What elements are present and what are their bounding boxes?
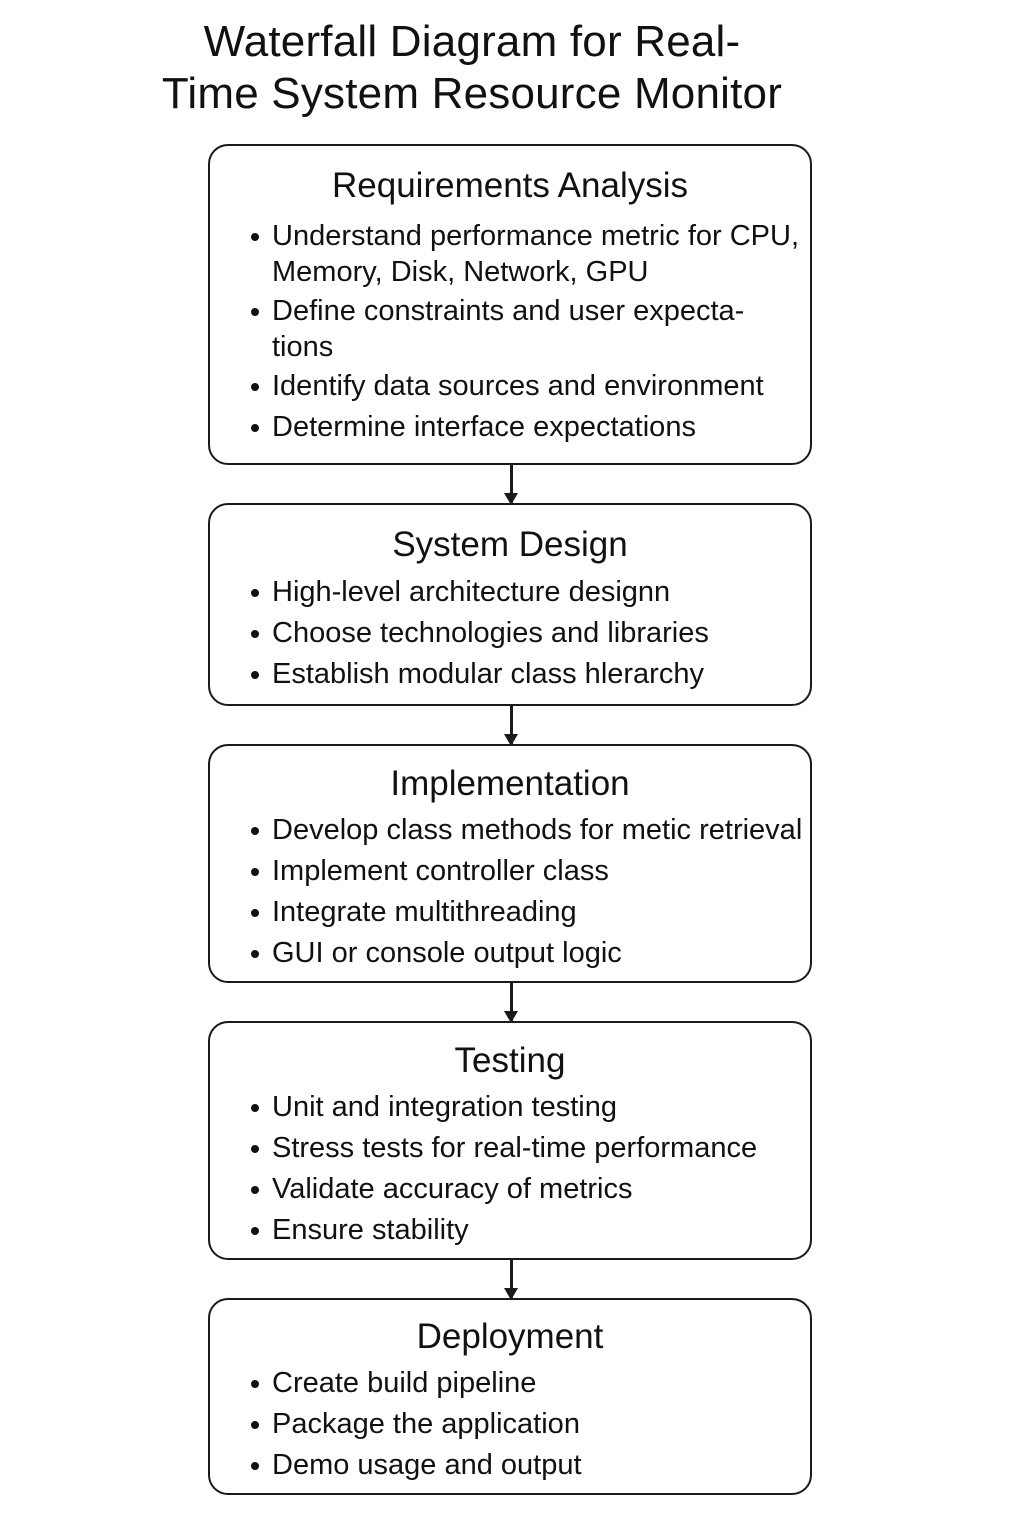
stage-requirements-analysis: Requirements Analysis Understand perform…	[208, 144, 812, 465]
list-item: Establish modular class hlerarchy	[210, 656, 810, 692]
list-item: Demo usage and output	[210, 1447, 810, 1483]
list-item: Stress tests for real-time performance	[210, 1130, 810, 1166]
stage-item-list: Develop class methods for metic retrieva…	[210, 812, 810, 971]
diagram-title: Waterfall Diagram for Real- Time System …	[0, 16, 944, 120]
list-item: GUI or console output logic	[210, 935, 810, 971]
stage-deployment: Deployment Create build pipeline Package…	[208, 1298, 812, 1495]
list-item: Understand performance metric for CPU, M…	[210, 218, 810, 290]
stage-heading: Implementation	[390, 764, 630, 803]
stage-heading: System Design	[392, 525, 628, 564]
diagram-title-line-2: Time System Resource Monitor	[161, 69, 783, 118]
stage-heading: Requirements Analysis	[332, 166, 688, 205]
flow-arrow	[504, 706, 518, 746]
stage-system-design: System Design High-level architecture de…	[208, 503, 812, 706]
list-item: Develop class methods for metic retrieva…	[210, 812, 810, 848]
stage-item-list: Unit and integration testing Stress test…	[210, 1089, 810, 1248]
list-item: High-level architecture designn	[210, 574, 810, 610]
list-item: Create build pipeline	[210, 1365, 810, 1401]
stage-item-list: Understand performance metric for CPU, M…	[210, 218, 810, 445]
stage-item-list: High-level architecture designn Choose t…	[210, 574, 810, 692]
list-item: Validate accuracy of metrics	[210, 1171, 810, 1207]
list-item: Choose technologies and libraries	[210, 615, 810, 651]
list-item: Package the application	[210, 1406, 810, 1442]
list-item: Determine interface expectations	[210, 409, 810, 445]
flow-arrow	[504, 1260, 518, 1300]
stage-implementation: Implementation Develop class methods for…	[208, 744, 812, 983]
list-item: Ensure stability	[210, 1212, 810, 1248]
list-item: Integrate multithreading	[210, 894, 810, 930]
stage-testing: Testing Unit and integration testing Str…	[208, 1021, 812, 1260]
list-item: Unit and integration testing	[210, 1089, 810, 1125]
list-item: Implement controller class	[210, 853, 810, 889]
flow-arrow	[504, 983, 518, 1023]
flow-arrow	[504, 465, 518, 505]
diagram-title-line-1: Waterfall Diagram for Real-	[203, 17, 741, 66]
stage-heading: Testing	[454, 1041, 566, 1080]
stage-item-list: Create build pipeline Package the applic…	[210, 1365, 810, 1483]
list-item: Identify data sources and environment	[210, 368, 810, 404]
list-item: Define constraints and user expecta-tion…	[210, 293, 810, 365]
stage-heading: Deployment	[416, 1317, 604, 1356]
